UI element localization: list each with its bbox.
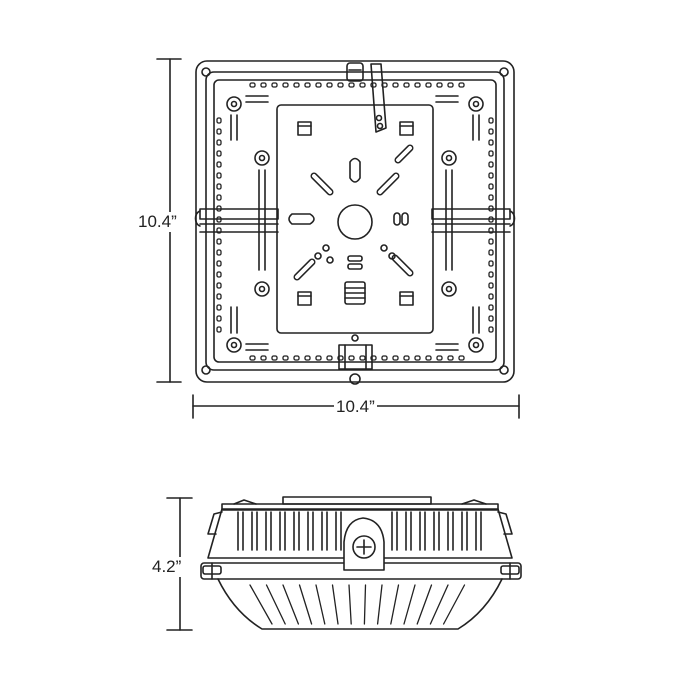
height-label-top: 10.4” (138, 212, 177, 232)
bracket-bars (194, 208, 516, 233)
corner-screw-icon (201, 365, 211, 375)
corner-screw-icon (499, 67, 509, 77)
corner-screw-icon (499, 365, 509, 375)
mount-holes (226, 96, 484, 353)
corner-slots (230, 95, 480, 351)
perforation-dots (216, 82, 494, 361)
side-rails (258, 169, 453, 271)
side-housing (207, 508, 513, 559)
adjust-screw-icon (352, 535, 376, 559)
height-label-side: 4.2” (152, 557, 182, 577)
lens (217, 578, 503, 630)
top-latch (346, 62, 387, 133)
mounting-plate (276, 104, 434, 334)
housing-outer (195, 60, 515, 383)
heat-fins (237, 511, 482, 551)
width-label-top: 10.4” (334, 397, 377, 417)
lens-ribs (249, 584, 466, 625)
bottom-latch (338, 334, 373, 385)
center-knockout-icon (337, 204, 373, 240)
corner-screw-icon (201, 67, 211, 77)
side-view (200, 496, 522, 630)
top-view (194, 60, 516, 385)
housing-inner (205, 71, 505, 371)
